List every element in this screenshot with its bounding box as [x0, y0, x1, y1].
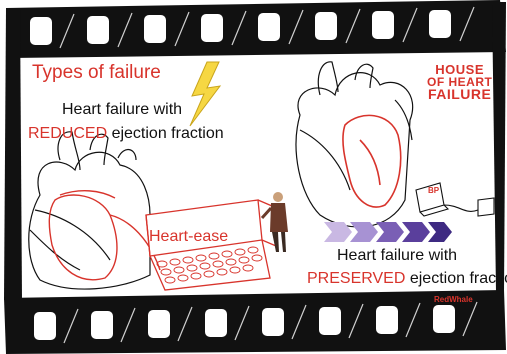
- preserved-line-2: PRESERVED ejection fraction: [307, 270, 507, 288]
- bp-label: BP: [428, 186, 440, 195]
- logo-line-1: HOUSE: [435, 62, 485, 77]
- heart-illustration-left: [28, 131, 151, 290]
- heart-ease-label: Heart-ease: [149, 228, 229, 245]
- progression-arrows: [324, 222, 452, 242]
- slide-title: Types of failure: [32, 62, 161, 83]
- house-of-heart-failure-logo: HOUSE OF HEART FAILURE: [427, 62, 493, 102]
- brand-mark: RedWhale: [434, 295, 473, 304]
- reduced-line-2: REDUCED ejection fraction: [28, 125, 224, 143]
- heart-chambers-right: [342, 114, 402, 208]
- blood-pressure-monitor-icon: [415, 182, 495, 217]
- film-sprocket-holes-bottom: [34, 305, 455, 340]
- person-illustration: [260, 192, 288, 252]
- preserved-rest: ejection fraction: [409, 270, 507, 287]
- film-scratches: [59, 6, 478, 344]
- reduced-highlight: REDUCED: [28, 125, 108, 142]
- reduced-rest: ejection fraction: [107, 125, 224, 142]
- lightning-icon: [189, 61, 222, 127]
- film-sprocket-holes-top: [30, 10, 451, 45]
- heart-chambers-left: [48, 190, 161, 281]
- preserved-highlight: PRESERVED: [307, 270, 406, 287]
- logo-line-2: OF HEART: [427, 75, 493, 89]
- preserved-line-1: Heart failure with: [337, 247, 458, 264]
- pill-blister: [156, 246, 263, 284]
- logo-line-3: FAILURE: [427, 86, 492, 102]
- reduced-line-1: Heart failure with: [62, 101, 183, 118]
- heart-illustration-right: [295, 61, 414, 228]
